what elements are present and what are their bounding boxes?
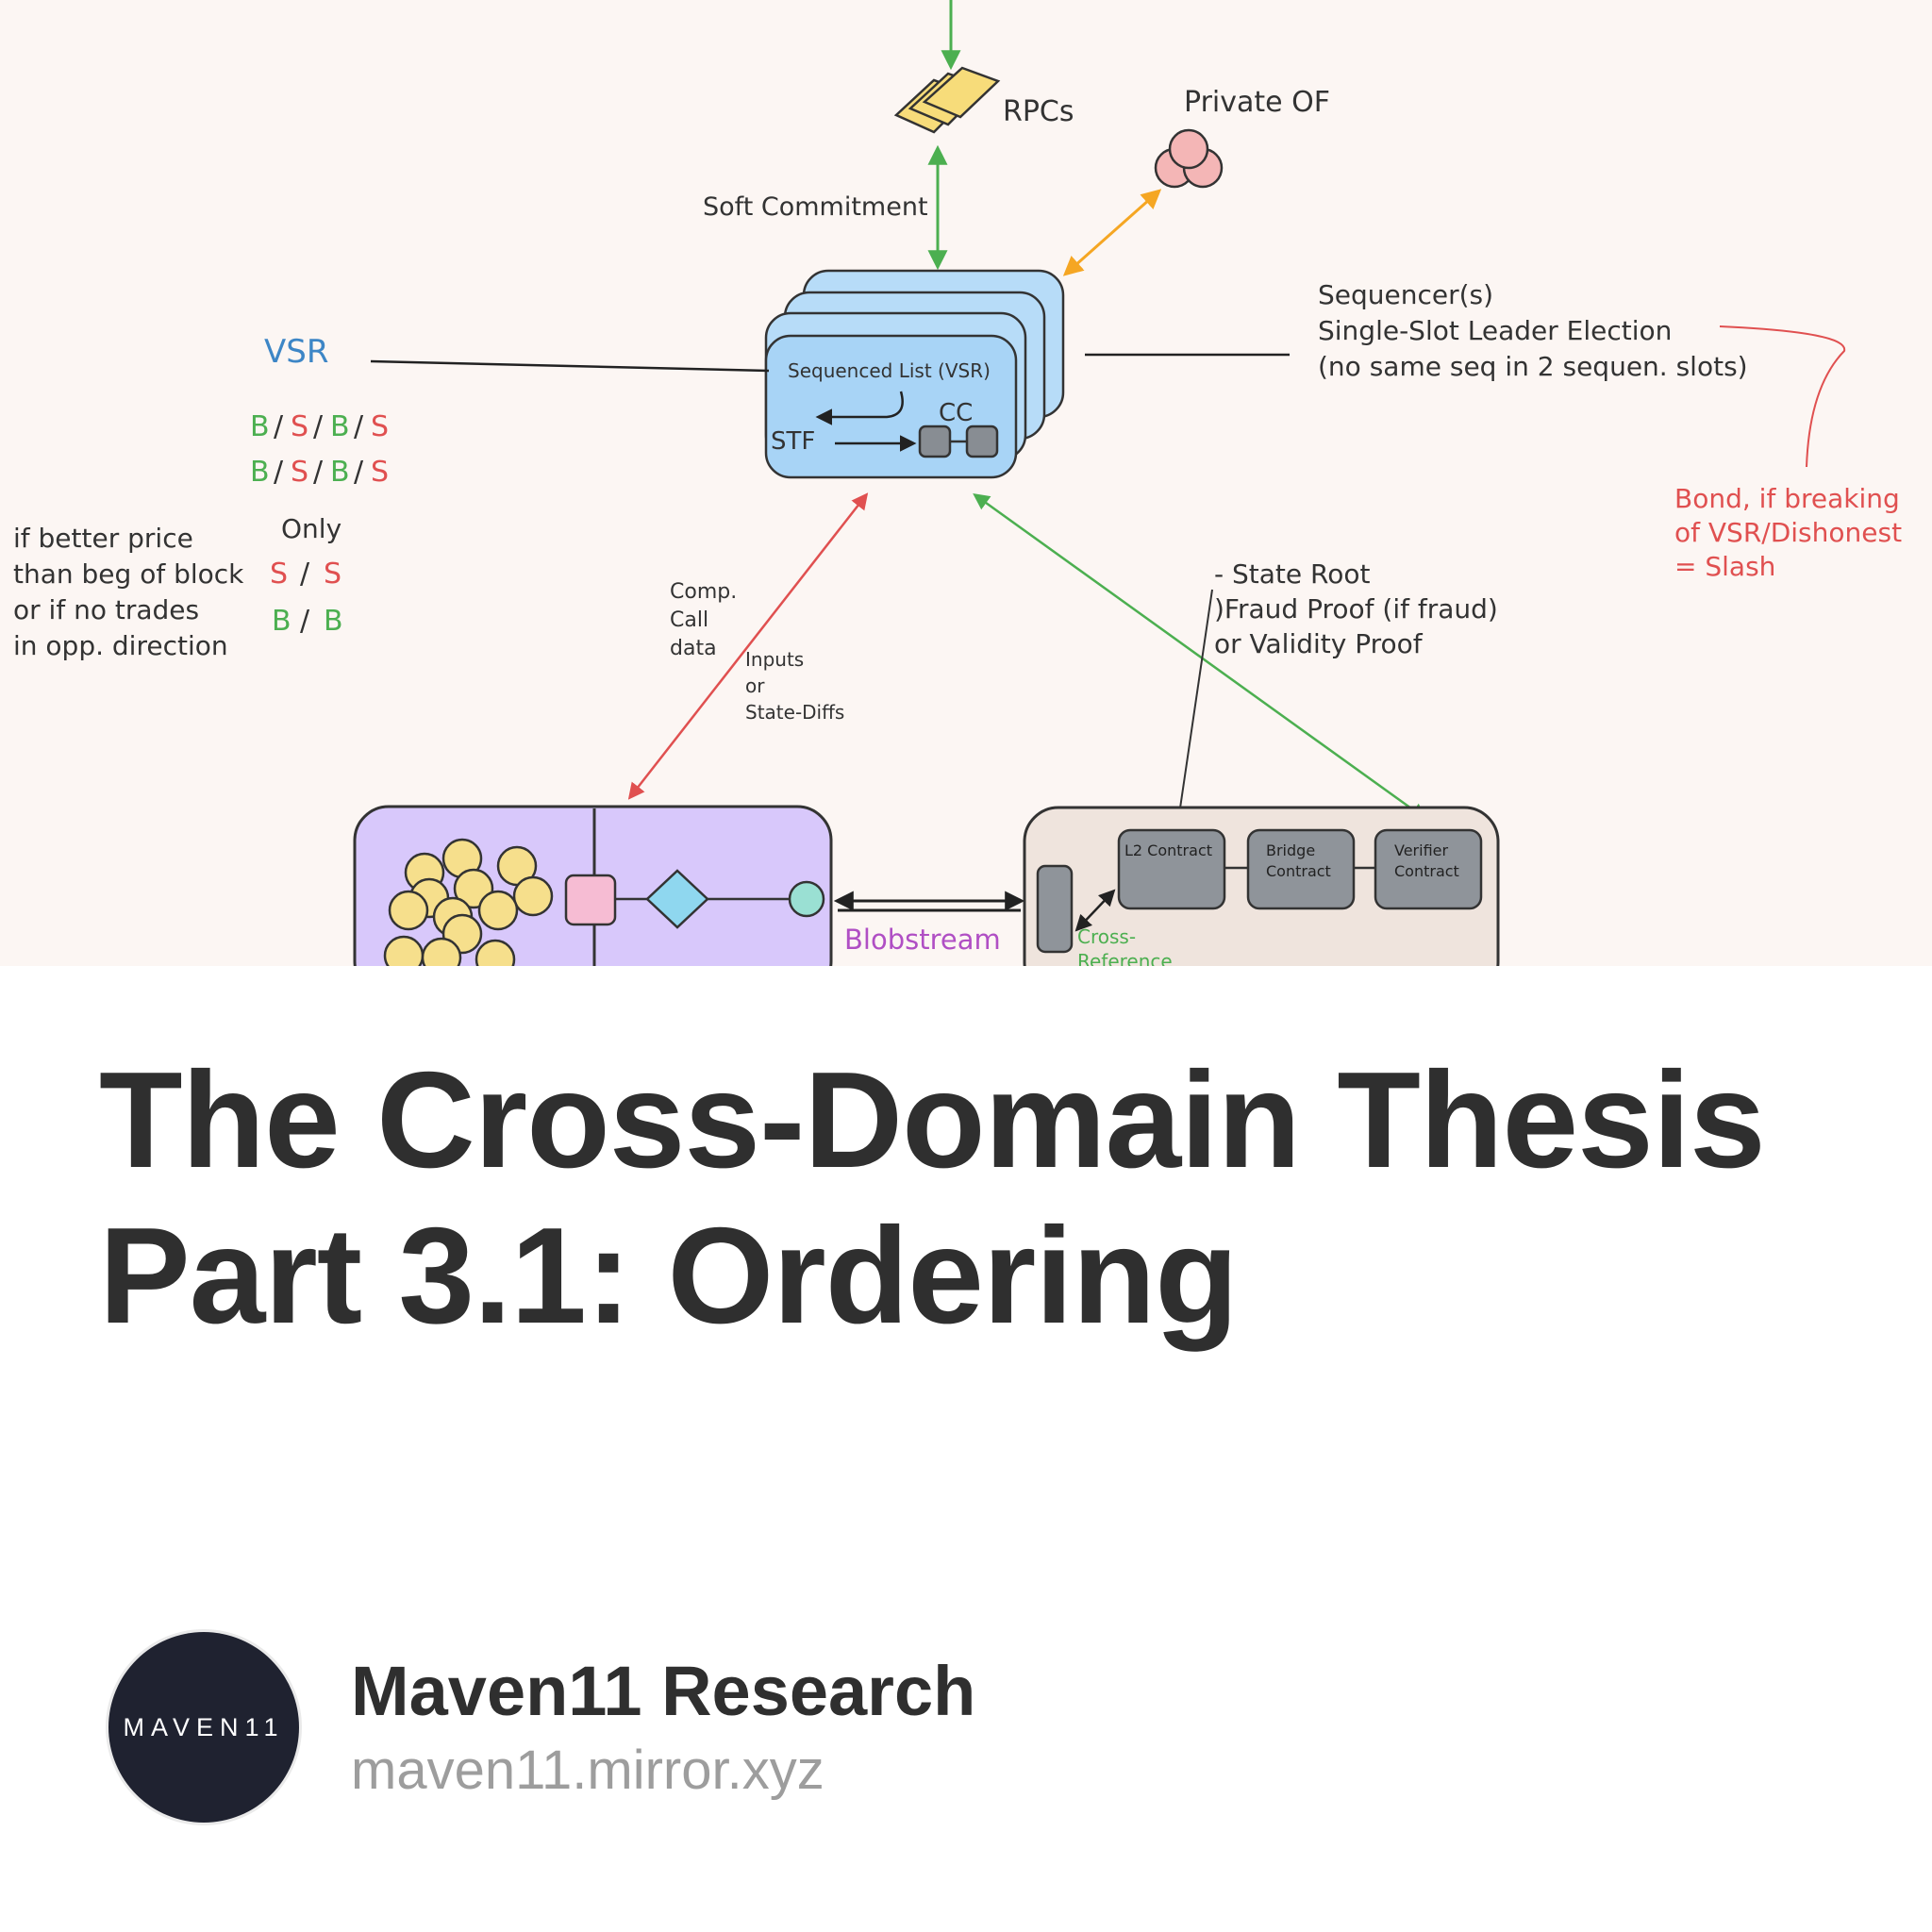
vsr-label: VSR [264, 333, 328, 371]
private-of-arrow [1062, 189, 1162, 276]
condition-line-1: if better price [13, 523, 193, 554]
svg-text:/: / [313, 456, 324, 489]
proof-line-1: - State Root [1214, 558, 1370, 590]
cross-reference-block [1036, 864, 1074, 954]
verifier-contract-label-2: Contract [1394, 862, 1459, 880]
da-end-node [788, 880, 825, 918]
svg-text:S: S [324, 558, 341, 591]
avatar[interactable]: MAVEN11 [108, 1632, 299, 1823]
avatar-logo-text: MAVEN11 [123, 1712, 285, 1741]
architecture-diagram: RPCs Private OF Soft Commitment Sequence… [13, 0, 1902, 966]
svg-text:/: / [274, 456, 284, 489]
svg-text:S: S [371, 456, 389, 489]
only-s-row: S / S [270, 558, 341, 591]
svg-text:B: B [250, 410, 270, 443]
comp-line-1: Comp. [670, 580, 737, 604]
cc-block-1 [918, 425, 952, 458]
sequencer-line-1: Sequencer(s) [1318, 279, 1493, 310]
svg-text:/: / [354, 456, 364, 489]
sequencer-line-3: (no same seq in 2 sequen. slots) [1318, 351, 1748, 382]
inputs-line-2: or [745, 675, 765, 697]
da-diamond-node [645, 869, 709, 929]
svg-text:/: / [313, 410, 324, 443]
proof-connector [1176, 589, 1213, 828]
rpcs-label: RPCs [1003, 95, 1074, 128]
l2-contract-box [1117, 828, 1226, 910]
stf-label: STF [771, 427, 815, 456]
condition-line-3: or if no trades [13, 594, 199, 625]
svg-text:/: / [300, 605, 310, 638]
svg-text:S: S [291, 456, 308, 489]
svg-text:/: / [300, 558, 310, 591]
l2-contract-label: L2 Contract [1124, 841, 1212, 859]
private-of-icon [1154, 128, 1224, 189]
proof-line-3: or Validity Proof [1214, 628, 1424, 659]
private-of-label: Private OF [1184, 86, 1330, 119]
cross-reference-label-2: Reference [1077, 950, 1173, 966]
sequenced-list-label: Sequenced List (VSR) [788, 359, 991, 382]
hero-image: RPCs Private OF Soft Commitment Sequence… [0, 0, 1932, 966]
bond-line-2: of VSR/Dishonest [1674, 517, 1902, 548]
condition-line-2: than beg of block [13, 558, 244, 590]
author-domain-link[interactable]: maven11.mirror.xyz [351, 1740, 824, 1801]
svg-text:B: B [330, 456, 350, 489]
proof-line-2: )Fraud Proof (if fraud) [1214, 593, 1498, 625]
inputs-line-3: State-Diffs [745, 701, 844, 724]
cc-block-2 [965, 425, 999, 458]
author-name[interactable]: Maven11 Research [351, 1652, 976, 1730]
blobstream-label: Blobstream [844, 924, 1001, 956]
svg-text:S: S [291, 410, 308, 443]
bond-line-1: Bond, if breaking [1674, 483, 1900, 514]
proof-arrow [973, 492, 1427, 821]
cc-label: CC [939, 399, 973, 427]
condition-line-4: in opp. direction [13, 630, 228, 661]
svg-text:B: B [330, 410, 350, 443]
bridge-contract-label-2: Contract [1266, 862, 1331, 880]
soft-commitment-label: Soft Commitment [703, 192, 928, 222]
inputs-line-1: Inputs [745, 648, 804, 671]
only-label: Only [281, 513, 341, 544]
vsr-connector [370, 359, 770, 373]
bs-pattern-row-1: B / S / B / S [250, 410, 389, 443]
only-b-row: B / B [272, 605, 343, 638]
bridge-contract-box [1246, 828, 1356, 910]
verifier-contract-box [1374, 828, 1483, 910]
blob-circles [383, 838, 554, 966]
bond-connector [1719, 325, 1846, 468]
svg-text:/: / [274, 410, 284, 443]
cross-reference-label-1: Cross- [1077, 925, 1136, 948]
svg-text:B: B [324, 605, 343, 638]
da-square-node [564, 874, 617, 926]
rpc-icon [893, 66, 1001, 134]
bs-pattern-row-2: B / S / B / S [250, 456, 389, 489]
verifier-contract-label-1: Verifier [1394, 841, 1448, 859]
article-title-line-2: Part 3.1: Ordering [99, 1199, 1239, 1352]
article-title-line-1: The Cross-Domain Thesis [99, 1043, 1766, 1196]
sequencer-line-2: Single-Slot Leader Election [1318, 315, 1672, 346]
bond-line-3: = Slash [1674, 551, 1775, 582]
svg-text:/: / [354, 410, 364, 443]
cross-reference-arrow [1074, 889, 1116, 932]
bridge-contract-label-1: Bridge [1266, 841, 1315, 859]
svg-text:S: S [371, 410, 389, 443]
comp-line-2: Call [670, 608, 708, 632]
svg-text:B: B [272, 605, 291, 638]
comp-line-3: data [670, 637, 717, 660]
article-title: The Cross-Domain Thesis Part 3.1: Orderi… [99, 1042, 1854, 1354]
call-data-arrow [627, 492, 869, 800]
sequencer-stack [764, 269, 1065, 479]
sequenced-list-loop-arrow [815, 391, 904, 425]
svg-text:S: S [270, 558, 288, 591]
svg-text:B: B [250, 456, 270, 489]
